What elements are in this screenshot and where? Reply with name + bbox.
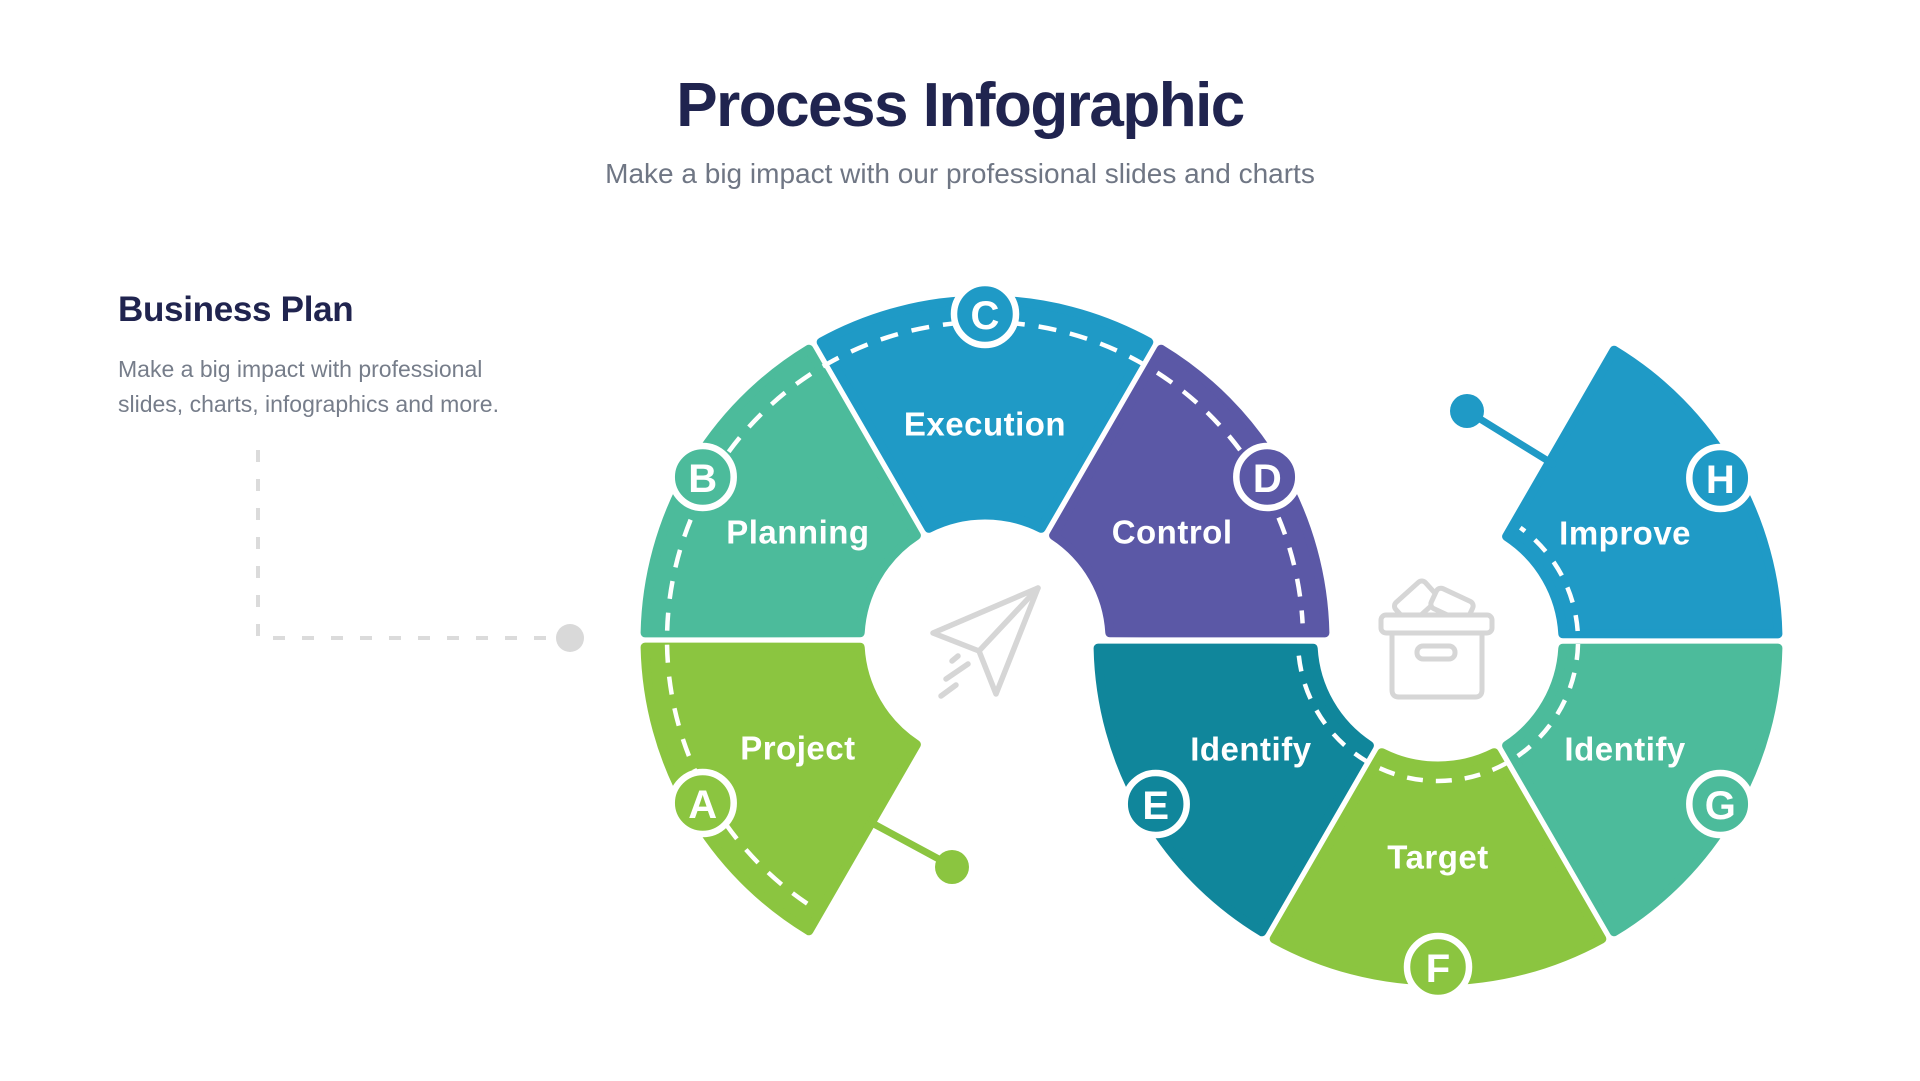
segment-d-control: [1049, 344, 1330, 638]
badge-e: [1121, 769, 1190, 839]
segment-b-planning: [640, 344, 921, 638]
segment-h-improve: [1502, 345, 1783, 639]
segment-label-b: Planning: [726, 514, 869, 551]
segment-g-identify: [1502, 643, 1783, 937]
segment-label-g: Identify: [1564, 731, 1685, 768]
side-panel-description: Make a big impact with professional slid…: [118, 352, 578, 422]
segment-label-f: Target: [1387, 839, 1488, 876]
accent-leader-project: [868, 819, 952, 868]
side-panel-description-line2: slides, charts, infographics and more.: [118, 391, 499, 417]
segment-label-d: Control: [1112, 514, 1233, 551]
page-subtitle: Make a big impact with our professional …: [605, 158, 1315, 189]
connector-dot: [556, 624, 584, 652]
accent-leader-improve: [1468, 410, 1557, 468]
accent-dot-project: [935, 850, 969, 884]
badge-letter-b: B: [688, 457, 717, 501]
badge-letter-a: A: [688, 783, 717, 827]
badge-letter-e: E: [1142, 784, 1169, 828]
badge-f: [1403, 932, 1473, 1002]
accent-dot-improve: [1450, 394, 1484, 428]
connector-dashed-line: [256, 450, 548, 640]
badge-h: [1686, 443, 1755, 513]
badge-c: [950, 279, 1020, 349]
page-title: Process Infographic: [676, 71, 1245, 140]
side-panel: Business Plan Make a big impact with pro…: [118, 290, 578, 422]
badge-b: [668, 442, 737, 512]
side-panel-heading: Business Plan: [118, 290, 354, 329]
badge-letter-c: C: [971, 294, 1000, 338]
segment-label-e: Identify: [1190, 731, 1311, 768]
badge-letter-h: H: [1706, 458, 1735, 502]
segment-label-c: Execution: [904, 406, 1066, 443]
badge-letter-d: D: [1253, 457, 1282, 501]
badge-g: [1686, 769, 1755, 839]
segment-f-target: [1269, 748, 1607, 986]
segment-a-project: [640, 642, 921, 936]
segment-label-h: Improve: [1559, 515, 1691, 552]
badge-a: [668, 768, 737, 838]
badge-d: [1233, 442, 1302, 512]
side-panel-description-line1: Make a big impact with professional: [118, 356, 483, 382]
segment-c-execution: [816, 295, 1154, 533]
dashed-flow-arc-left: [664, 319, 1305, 906]
paper-plane-icon: [930, 585, 1041, 699]
segment-e-identify: [1093, 643, 1374, 937]
badge-letter-f: F: [1426, 947, 1450, 991]
archive-box-icon: [1378, 578, 1495, 700]
badge-letter-g: G: [1705, 784, 1736, 828]
segment-label-a: Project: [740, 730, 855, 767]
dashed-flow-arc-right: [1296, 525, 1581, 784]
